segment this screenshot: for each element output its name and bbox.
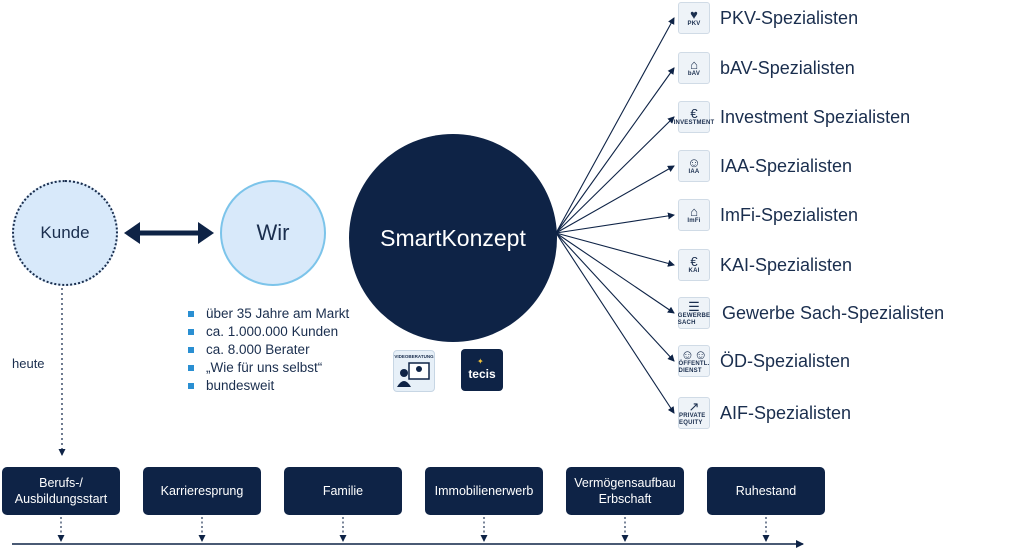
specialist-row: €INVESTMENT Investment Spezialisten	[674, 100, 911, 134]
kunde-label: Kunde	[40, 223, 90, 242]
specialist-icon-tag: ImFi	[687, 218, 701, 224]
specialist-icon-tag: bAV	[687, 71, 701, 77]
life-stage-box: Berufs-/ Ausbildungsstart	[2, 467, 120, 515]
specialist-label: IAA-Spezialisten	[720, 155, 853, 176]
videoberatung-tag: VIDEOBERATUNG	[394, 354, 434, 359]
specialist-icon-symbol: ⌂	[690, 57, 698, 72]
specialist-icon-tag: PKV	[687, 21, 701, 27]
specialist-icon-tag: PRIVATE EQUITY	[679, 412, 706, 426]
specialist-icon-symbol: €	[690, 106, 698, 121]
specialist-label: Investment Spezialisten	[720, 106, 911, 127]
tecis-logo-text: tecis	[468, 367, 496, 381]
specialist-row: ♥PKV PKV-Spezialisten	[678, 1, 858, 35]
specialist-arrow	[555, 232, 675, 362]
timeline-label-heute: heute	[12, 356, 45, 371]
specialist-row: €KAI KAI-Spezialisten	[678, 248, 852, 282]
specialist-label: AIF-Spezialisten	[720, 402, 852, 423]
company-facts-list: über 35 Jahre am Markt ca. 1.000.000 Kun…	[186, 305, 349, 395]
specialist-arrow	[555, 116, 675, 234]
kunde-wir-double-arrow	[124, 222, 214, 244]
fact-item: ca. 8.000 Berater	[186, 341, 349, 359]
specialist-icon-tag: KAI	[688, 268, 700, 274]
specialist-icon-symbol: €	[690, 254, 698, 269]
timeline-ticks	[57, 517, 770, 542]
specialist-row: ☺IAA IAA-Spezialisten	[678, 149, 852, 183]
specialist-row: ⌂ImFi ImFi-Spezialisten	[678, 198, 858, 232]
specialist-row: ↗PRIVATE EQUITY AIF-Spezialisten	[678, 396, 851, 430]
fact-item: ca. 1.000.000 Kunden	[186, 323, 349, 341]
specialist-arrow	[555, 212, 675, 234]
videoberatung-badge: VIDEOBERATUNG	[393, 350, 435, 392]
specialist-label: KAI-Spezialisten	[720, 254, 853, 275]
bav-factory-icon: ⌂bAV	[678, 52, 710, 84]
smartkonzept-label: SmartKonzept	[380, 224, 526, 251]
specialist-arrow	[555, 17, 675, 234]
specialist-label: ÖD-Spezialisten	[720, 350, 851, 371]
life-stage-box: Immobilienerwerb	[425, 467, 543, 515]
video-consultation-icon	[397, 362, 430, 387]
tecis-logo: tecis ✦	[461, 349, 503, 391]
specialist-icon-symbol: ⌂	[690, 204, 698, 219]
gewerbe-document-icon: ☰GEWERBE SACH	[678, 297, 710, 329]
life-stage-box: Familie	[284, 467, 402, 515]
specialist-icon-symbol: ↗	[688, 398, 700, 414]
fact-item: „Wie für uns selbst“	[186, 359, 349, 377]
specialist-arrow	[555, 232, 675, 267]
specialist-label: bAV-Spezialisten	[720, 57, 855, 78]
tecis-sparkle-icon: ✦	[477, 357, 484, 366]
iaa-person-icon: ☺IAA	[678, 150, 710, 182]
od-people-icon: ☺☺ÖFFENTL. DIENST	[678, 345, 710, 377]
kai-money-icon: €KAI	[678, 249, 710, 281]
specialist-icon-tag: INVESTMENT	[673, 120, 715, 126]
imfi-house-icon: ⌂ImFi	[678, 199, 710, 231]
specialist-arrow	[555, 232, 675, 414]
fact-item: bundesweit	[186, 377, 349, 395]
specialist-row: ☰GEWERBE SACH Gewerbe Sach-Spezialisten	[678, 296, 944, 330]
life-stage-box: Karrieresprung	[143, 467, 261, 515]
life-stage-box: Ruhestand	[707, 467, 825, 515]
specialist-arrow	[555, 67, 675, 234]
wir-label: Wir	[256, 220, 290, 245]
specialist-icon-tag: GEWERBE SACH	[677, 312, 711, 326]
life-stage-box: Vermögensaufbau Erbschaft	[566, 467, 684, 515]
specialist-label: Gewerbe Sach-Spezialisten	[722, 302, 945, 323]
specialist-icon-symbol: ☺☺	[680, 346, 708, 362]
specialist-icon-symbol: ☺	[687, 155, 701, 170]
fact-item: über 35 Jahre am Markt	[186, 305, 349, 323]
specialist-icon-symbol: ☰	[688, 298, 700, 314]
specialist-icon-symbol: ♥	[690, 7, 698, 22]
specialist-arrow	[555, 232, 675, 314]
wir-circle: Wir	[220, 180, 326, 286]
kunde-circle: Kunde	[12, 180, 118, 286]
smartkonzept-circle: SmartKonzept	[349, 134, 557, 342]
specialist-arrows	[555, 17, 675, 414]
specialist-icon-tag: IAA	[688, 169, 700, 175]
pkv-heart-icon: ♥PKV	[678, 2, 710, 34]
specialist-arrow	[555, 165, 675, 234]
investment-chart-icon: €INVESTMENT	[674, 101, 714, 133]
specialist-label: PKV-Spezialisten	[720, 7, 859, 28]
specialist-row: ⌂bAV bAV-Spezialisten	[678, 51, 855, 85]
specialist-icon-tag: ÖFFENTL. DIENST	[678, 360, 710, 374]
specialist-label: ImFi-Spezialisten	[720, 204, 859, 225]
aif-growth-icon: ↗PRIVATE EQUITY	[678, 397, 710, 429]
specialist-row: ☺☺ÖFFENTL. DIENST ÖD-Spezialisten	[678, 344, 850, 378]
